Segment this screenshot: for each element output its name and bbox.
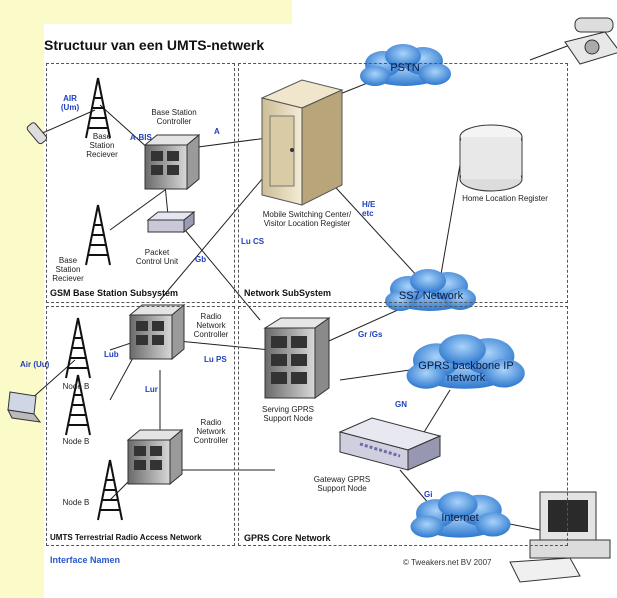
label-bts: Base Station Reciever — [86, 132, 118, 159]
label-nodeb2: Node B — [62, 437, 90, 446]
label-sgsn: Serving GPRS Support Node — [261, 405, 315, 423]
region-utran — [46, 306, 235, 546]
msc-server-icon — [260, 79, 344, 206]
iface-abis: A-BIS — [130, 133, 152, 142]
hlr-database-icon — [459, 124, 523, 192]
laptop-icon — [7, 391, 42, 423]
cloud-label-internet: Internet — [441, 512, 479, 524]
region-label-utran: UMTS Terrestrial Radio Access Network — [50, 533, 202, 542]
label-pcu: Packet Control Unit — [135, 248, 179, 266]
ggsn-switch-icon — [338, 417, 442, 471]
region-label-gprs: GPRS Core Network — [244, 533, 331, 543]
label-bsc: Base Station Controller — [151, 108, 197, 126]
iface-lucs: Lu CS — [241, 237, 265, 246]
iface-gi: Gi — [424, 490, 433, 499]
label-nodeb1: Node B — [62, 382, 90, 391]
sgsn-server-icon — [263, 317, 331, 399]
iface-lub: Lub — [104, 350, 119, 359]
copyright: © Tweakers.net BV 2007 — [403, 558, 492, 567]
label-ggsn: Gateway GPRS Support Node — [313, 475, 371, 493]
pcu-box-icon — [146, 210, 196, 234]
region-label-nss: Network SubSystem — [244, 288, 332, 298]
mobile-phone-icon — [26, 122, 48, 145]
iface-air-uu: Air (Uu) — [20, 360, 50, 369]
iface-lups: Lu PS — [204, 355, 227, 364]
label-hlr: Home Location Register — [462, 194, 548, 203]
label-rnc1: Radio Network Controller — [193, 312, 229, 339]
label-nodeb3: Node B — [62, 498, 90, 507]
interface-heading: Interface Namen — [50, 555, 121, 565]
iface-lur: Lur — [145, 385, 158, 394]
label-msc: Mobile Switching Center/ Visitor Locatio… — [262, 210, 352, 228]
iface-he: H/E etc — [362, 200, 376, 218]
page-title: Structuur van een UMTS-netwerk — [44, 37, 265, 53]
cloud-label-gprs-backbone: GPRS backbone IP network — [418, 360, 514, 384]
iface-air-um: AIR (Um) — [60, 94, 80, 112]
telephone-icon — [564, 17, 617, 65]
label-bts2: Base Station Reciever — [52, 256, 84, 283]
iface-gn: GN — [395, 400, 407, 409]
top-yellow-band — [0, 0, 292, 24]
region-nss — [238, 63, 568, 303]
left-yellow-band — [0, 0, 44, 598]
region-gprs — [238, 306, 568, 546]
region-gsm — [46, 63, 235, 303]
computer-icon — [509, 491, 611, 583]
cloud-label-pstn: PSTN — [390, 62, 420, 74]
cloud-label-ss7: SS7 Network — [398, 290, 464, 302]
label-rnc2: Radio Network Controller — [193, 418, 229, 445]
iface-a: A — [214, 127, 220, 136]
iface-grgs: Gr /Gs — [358, 330, 383, 339]
region-label-gsm: GSM Base Station Subsystem — [50, 288, 179, 298]
iface-gb: Gb — [195, 255, 207, 264]
